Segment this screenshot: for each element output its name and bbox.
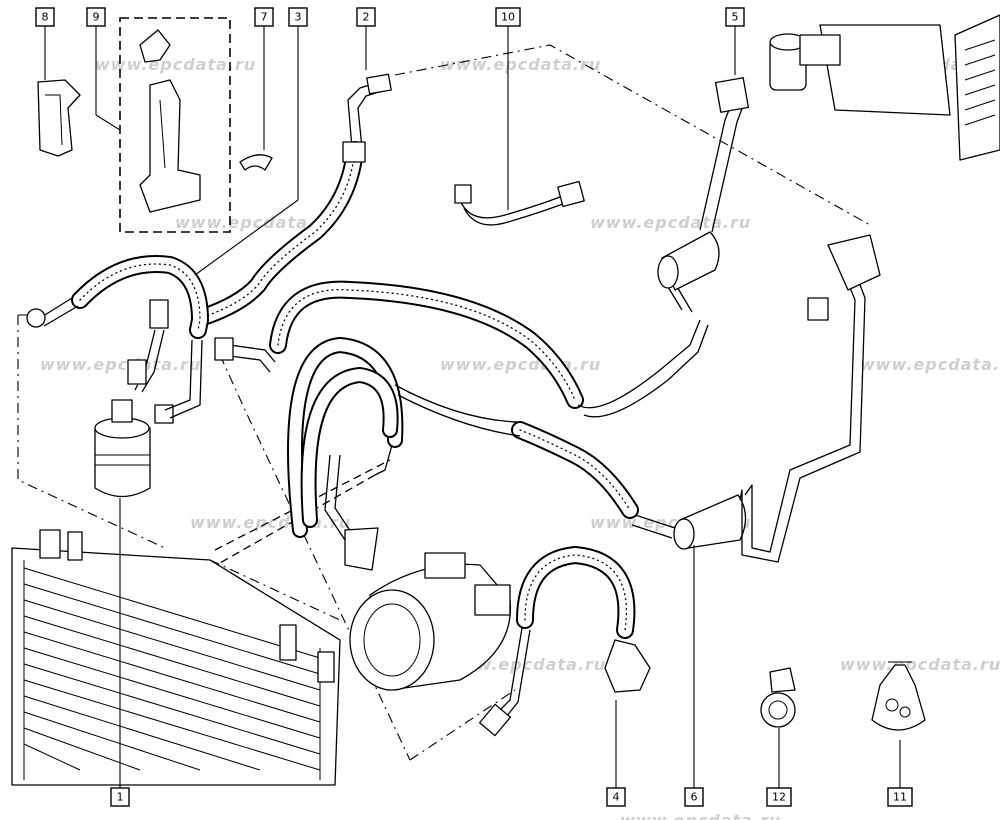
watermark-text: www.epcdata.ru xyxy=(590,213,751,232)
discharge-hose xyxy=(394,234,881,563)
callout-12: 12 xyxy=(766,787,792,807)
seal-bag-part-11 xyxy=(871,661,926,731)
watermark-text: www.epcdata.ru xyxy=(860,355,1000,374)
callout-7: 7 xyxy=(254,7,274,27)
callout-3-label: 3 xyxy=(295,11,302,24)
watermark-text: www.epcdata.ru xyxy=(175,213,336,232)
callout-10-label: 10 xyxy=(501,11,515,24)
hose-6 xyxy=(214,77,750,418)
callout-2: 2 xyxy=(356,7,376,27)
watermark-text: www.epcdata.ru xyxy=(620,811,781,820)
grommet-part-12 xyxy=(760,667,796,728)
bracket-part-9 xyxy=(139,29,201,213)
callout-1: 1 xyxy=(110,787,130,807)
callout-5-label: 5 xyxy=(732,11,739,24)
compressor-loop-hoses xyxy=(287,337,404,571)
callout-7-label: 7 xyxy=(261,11,268,24)
callout-6: 6 xyxy=(684,787,704,807)
callout-2-label: 2 xyxy=(363,11,370,24)
callout-12-label: 12 xyxy=(772,791,786,804)
hose-3 xyxy=(26,255,209,419)
hose-2 xyxy=(191,73,392,327)
watermark-text: www.epcdata.ru xyxy=(440,355,601,374)
compressor xyxy=(349,552,512,691)
receiver-drier xyxy=(94,399,174,498)
leader-lines xyxy=(44,25,901,788)
sensor-cable-10 xyxy=(454,180,585,226)
watermark-text: www.epcdata.ru xyxy=(840,655,1000,674)
callout-9-label: 9 xyxy=(93,11,100,24)
kit-group-box xyxy=(119,17,231,233)
callout-5: 5 xyxy=(725,7,745,27)
callout-8: 8 xyxy=(35,7,55,27)
callout-1-label: 1 xyxy=(117,791,124,804)
watermark-text: www.epcdata.ru xyxy=(95,55,256,74)
evaporator-unit xyxy=(769,14,1000,161)
callout-9: 9 xyxy=(86,7,106,27)
condenser xyxy=(11,529,341,786)
clip-part-7 xyxy=(239,154,273,171)
callout-11: 11 xyxy=(887,787,913,807)
clip-part-8 xyxy=(37,79,81,157)
callout-10: 10 xyxy=(495,7,521,27)
callout-3: 3 xyxy=(288,7,308,27)
assembly-outline xyxy=(17,44,871,761)
watermark-text: www.epcdata.ru xyxy=(40,355,201,374)
callouts: 8 9 7 3 2 10 5 1 4 6 12 xyxy=(35,7,913,807)
callout-4: 4 xyxy=(606,787,626,807)
callout-4-label: 4 xyxy=(613,791,620,804)
watermark-text: www.epcdata.ru xyxy=(190,513,351,532)
hose-4 xyxy=(478,546,651,737)
callout-11-label: 11 xyxy=(893,791,907,804)
callout-8-label: 8 xyxy=(42,11,49,24)
callout-6-label: 6 xyxy=(691,791,698,804)
watermark-text: www.epcdata.ru xyxy=(440,55,601,74)
